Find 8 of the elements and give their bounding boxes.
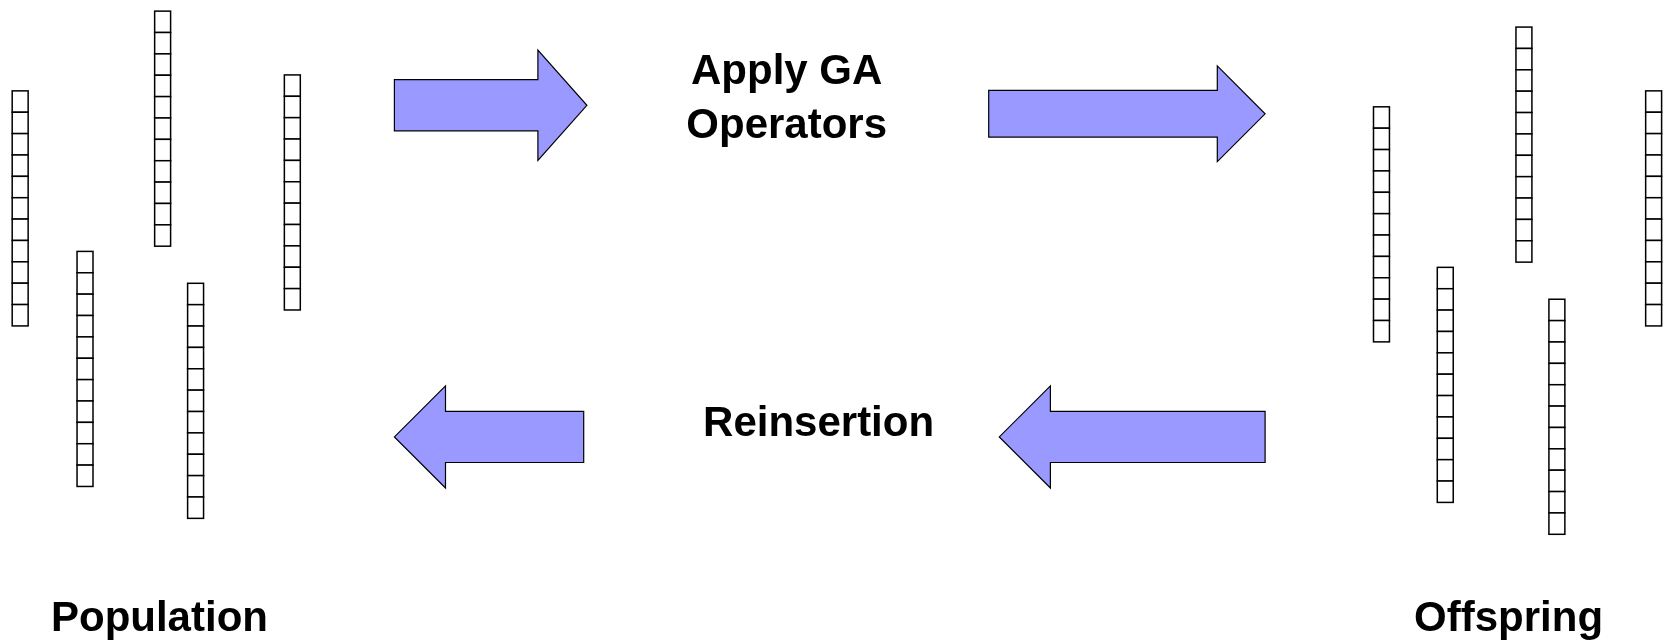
block-arrow xyxy=(393,48,588,163)
block-arrow xyxy=(988,64,1266,164)
step-label: Apply GA Operators xyxy=(685,44,889,150)
group-label: Population xyxy=(49,592,269,643)
block-arrow xyxy=(393,384,585,490)
block-arrow xyxy=(998,384,1266,490)
group-label: Offspring xyxy=(1413,592,1605,643)
step-label: Reinsertion xyxy=(702,397,936,448)
